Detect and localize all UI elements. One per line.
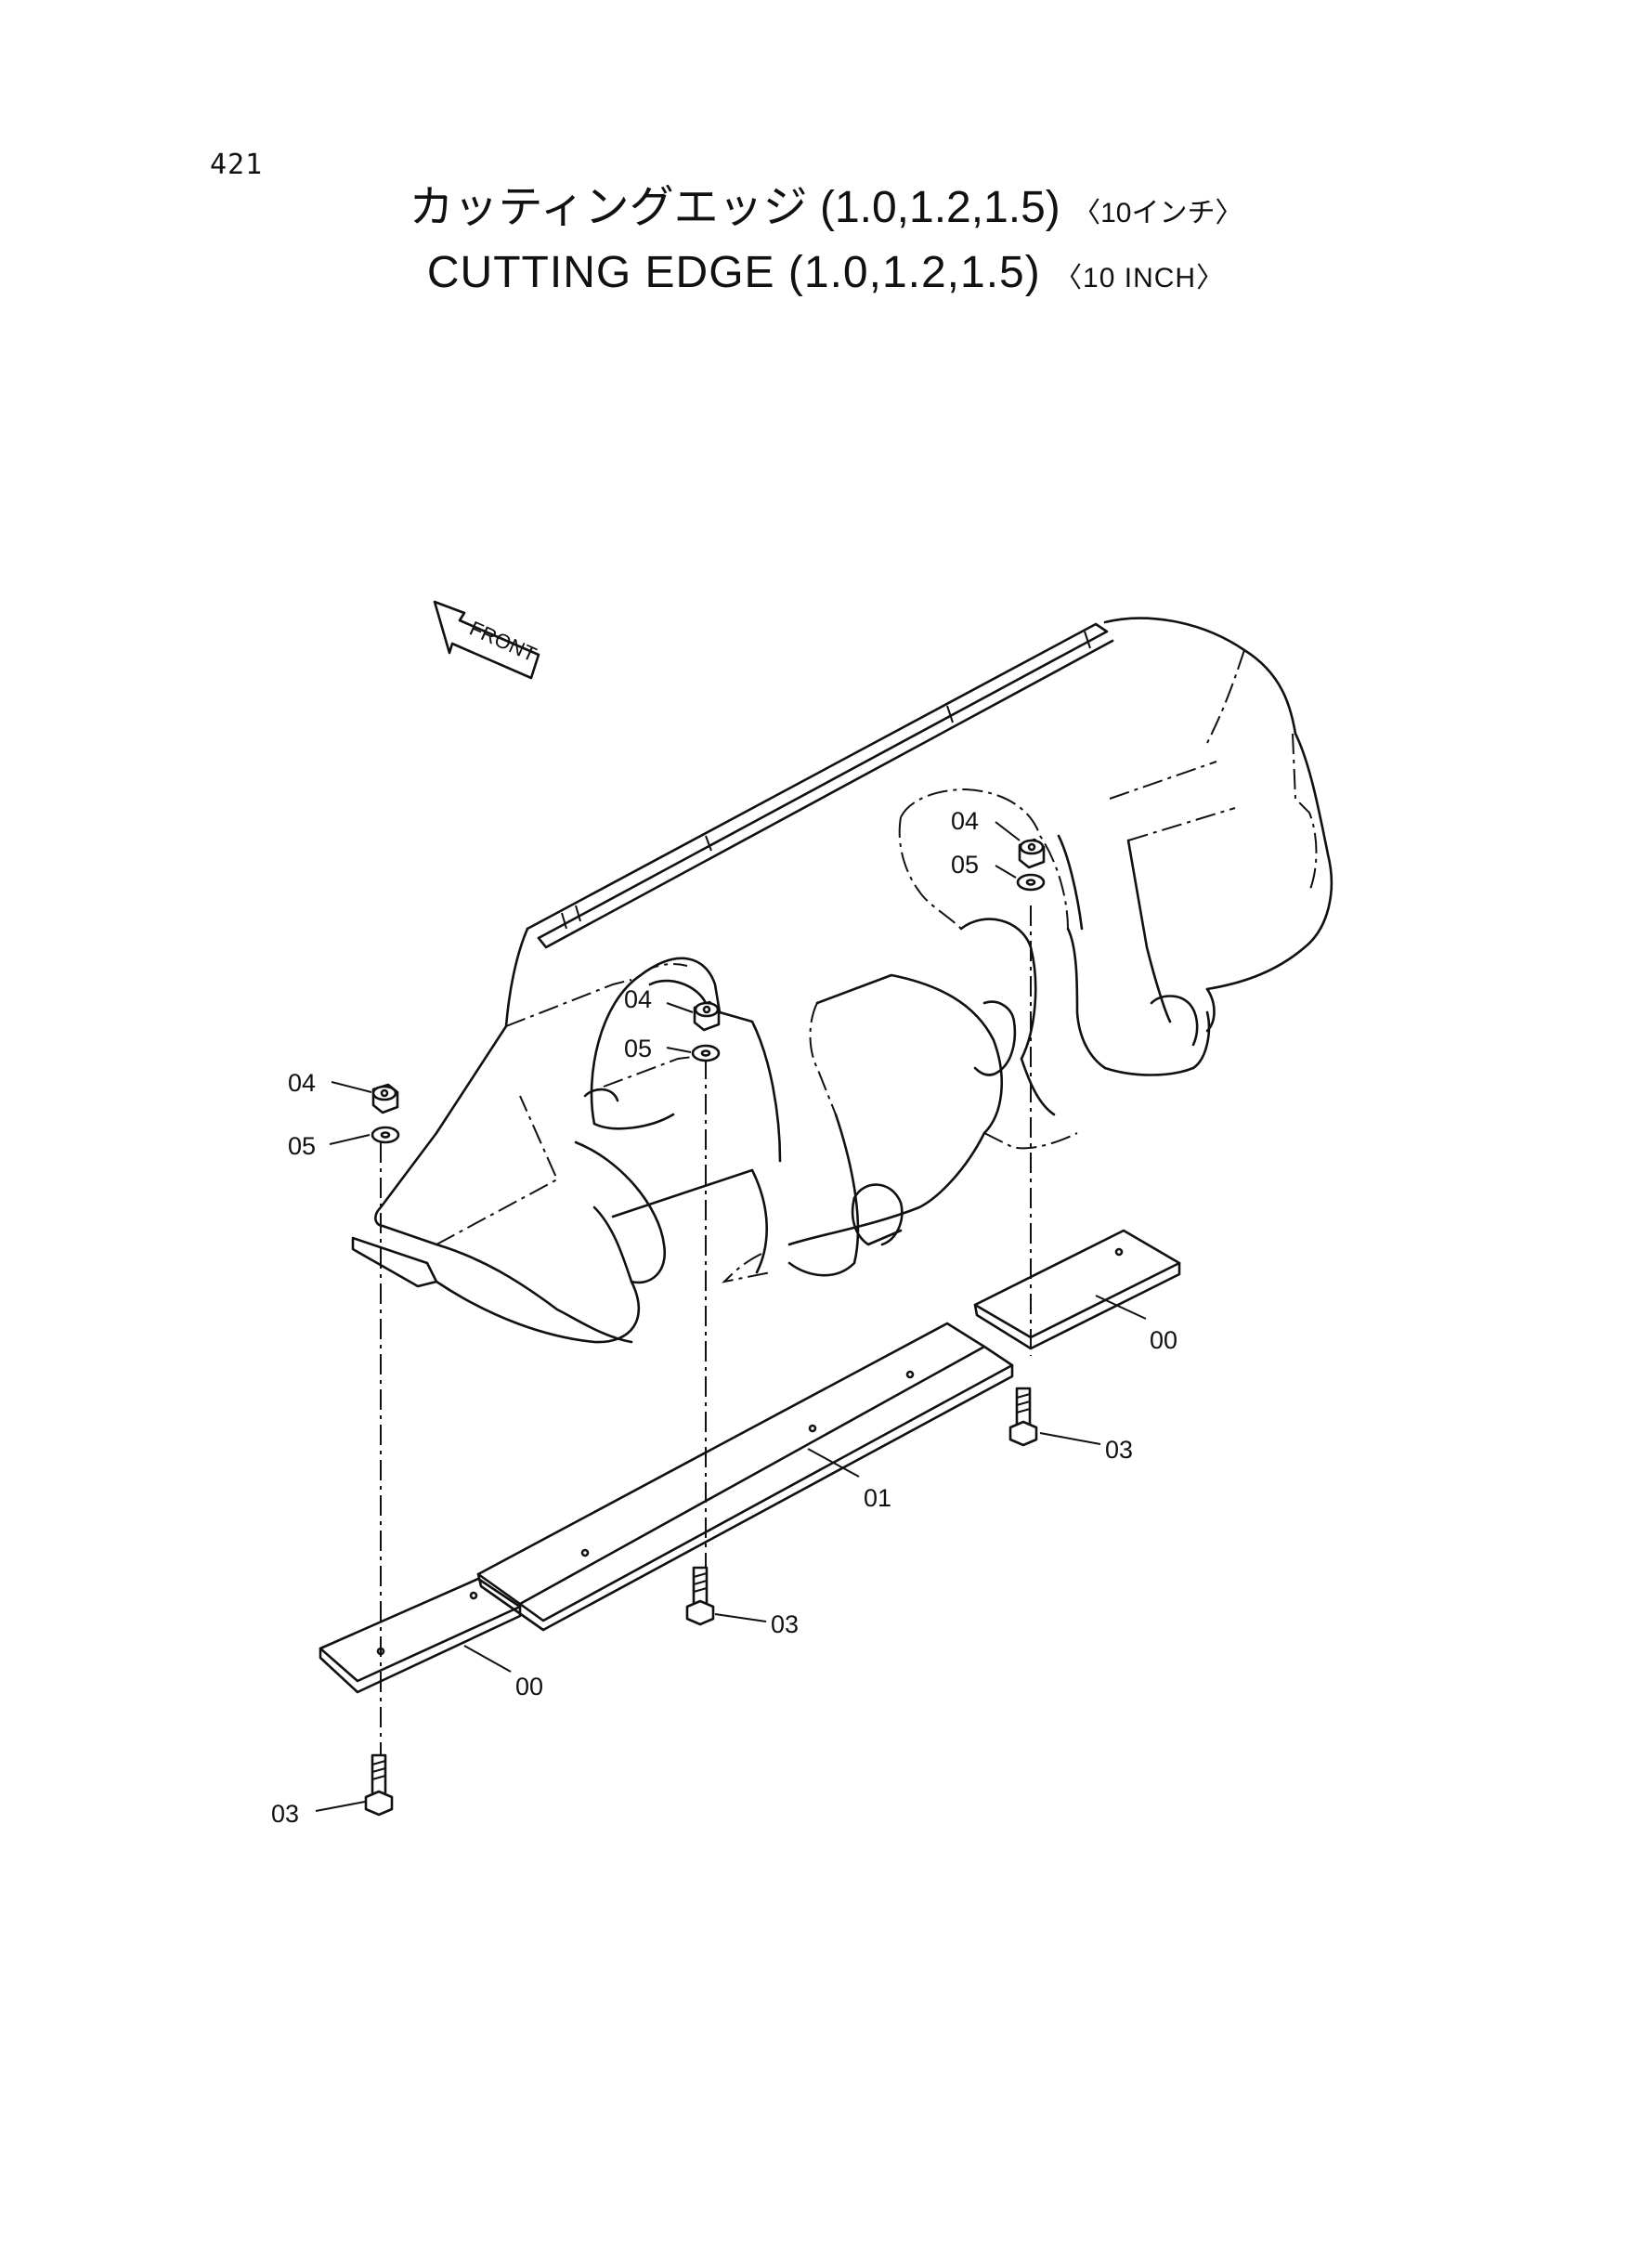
callout-00-left: 00: [515, 1673, 543, 1700]
leader-lines: [315, 821, 1147, 1812]
cutting-edge-left: [319, 1577, 522, 1694]
callout-01: 01: [864, 1484, 891, 1512]
bucket-body: [351, 617, 1333, 1344]
callout-04-mid: 04: [624, 985, 652, 1013]
bolt-right: [1008, 1387, 1038, 1447]
callout-05-right: 05: [951, 851, 979, 879]
bolt-left: [364, 1753, 394, 1817]
washer-right: [1016, 873, 1046, 892]
bolt-mid: [685, 1566, 715, 1626]
front-arrow-label: FRONT: [466, 617, 540, 667]
callout-05-left: 05: [288, 1132, 316, 1160]
title-block: カッティングエッジ (1.0,1.2,1.5) 〈10インチ〉 CUTTING …: [0, 178, 1652, 308]
nut-mid: [693, 1000, 721, 1032]
title-japanese-main: カッティングエッジ (1.0,1.2,1.5): [409, 183, 1060, 232]
title-japanese: カッティングエッジ (1.0,1.2,1.5) 〈10インチ〉: [0, 178, 1652, 243]
cutting-edge-right: [973, 1229, 1181, 1350]
title-english-suffix: 〈10 INCH〉: [1054, 263, 1226, 293]
callout-04-left: 04: [288, 1069, 316, 1097]
callout-05-mid: 05: [624, 1035, 652, 1062]
nut-right: [1018, 838, 1046, 869]
callout-03-right: 03: [1105, 1436, 1133, 1464]
title-english: CUTTING EDGE (1.0,1.2,1.5) 〈10 INCH〉: [0, 243, 1652, 308]
front-arrow: FRONT: [433, 600, 540, 680]
callout-03-left: 03: [271, 1800, 299, 1828]
callout-04-right: 04: [951, 807, 979, 835]
page-number: 421: [210, 149, 264, 181]
callout-00-right: 00: [1150, 1326, 1177, 1354]
title-english-main: CUTTING EDGE (1.0,1.2,1.5): [426, 248, 1041, 297]
washer-left: [371, 1126, 400, 1144]
nut-left: [371, 1083, 399, 1114]
title-japanese-suffix: 〈10インチ〉: [1073, 198, 1243, 228]
cutting-edge-center: [476, 1322, 1014, 1632]
callout-03-mid: 03: [771, 1610, 799, 1638]
washer-mid: [691, 1044, 721, 1062]
